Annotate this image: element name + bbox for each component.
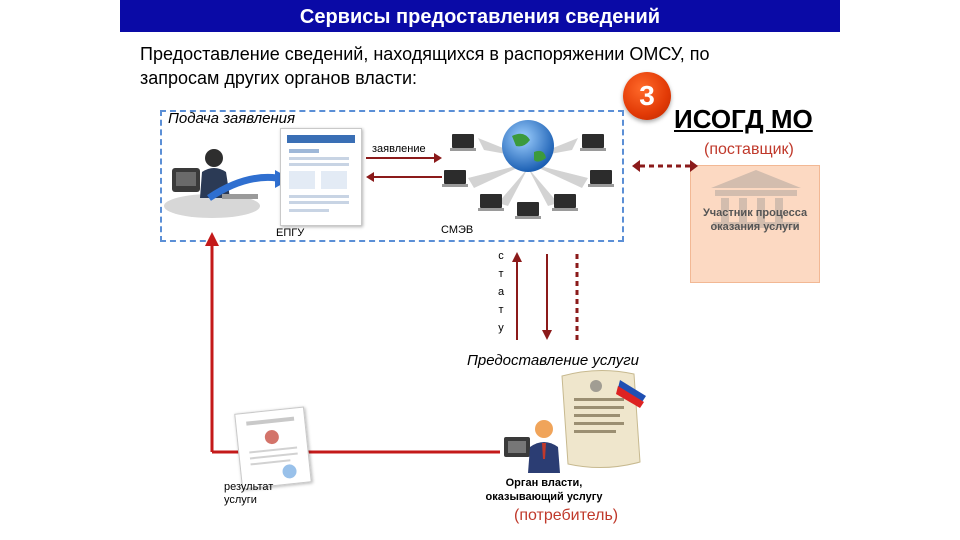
page-title: Сервисы предоставления сведений: [120, 0, 840, 32]
participant-line-1: Участник процесса: [702, 207, 808, 219]
participant-label: Участник процесса оказания услуги: [690, 206, 820, 234]
smev-label: СМЭВ: [441, 224, 474, 236]
subtitle: Предоставление сведений, находящихся в р…: [140, 42, 740, 90]
service-provision-label: Предоставление услуги: [467, 352, 639, 369]
application-arrows: [366, 153, 442, 182]
provider-link-arrow: [632, 160, 698, 172]
provider-name: ИСОГД МО: [674, 104, 813, 134]
globe-network-icon: [442, 120, 614, 219]
status-letter: у: [498, 322, 504, 334]
authority-label: Орган власти, оказывающий услугу: [476, 476, 612, 504]
submission-label: Подача заявления: [168, 110, 296, 127]
service-arrows: [512, 252, 579, 340]
step-number-badge: 3: [623, 72, 671, 120]
scroll-document-icon: [561, 369, 646, 469]
status-letter: а: [497, 286, 505, 298]
provider-role: (поставщик): [704, 141, 794, 158]
consumer-label: (потребитель): [514, 507, 619, 524]
official-at-computer-icon: [504, 420, 560, 473]
certificate-icon: [234, 406, 312, 490]
status-vertical-label: с т а т у: [495, 250, 507, 340]
result-line-1: результат: [224, 481, 274, 493]
authority-line-1: Орган власти,: [505, 477, 583, 489]
subtitle-line-1: Предоставление сведений, находящихся в р…: [140, 44, 710, 64]
epgu-label: ЕПГУ: [276, 227, 305, 239]
status-letter: т: [498, 268, 504, 280]
participant-line-2: оказания услуги: [710, 221, 800, 233]
smev-boundary: [160, 110, 624, 242]
building-icon: [711, 170, 801, 228]
result-line-2: услуги: [224, 494, 257, 506]
application-label: заявление: [372, 143, 426, 155]
authority-line-2: оказывающий услугу: [485, 491, 603, 503]
person-at-computer-icon: [164, 149, 260, 218]
epgu-document-icon: [280, 128, 362, 226]
result-label: результат услуги: [224, 481, 273, 507]
status-letter: с: [498, 250, 504, 262]
subtitle-line-2: запросам других органов власти:: [140, 68, 418, 88]
status-letter: т: [498, 304, 504, 316]
participant-box: [690, 165, 820, 283]
